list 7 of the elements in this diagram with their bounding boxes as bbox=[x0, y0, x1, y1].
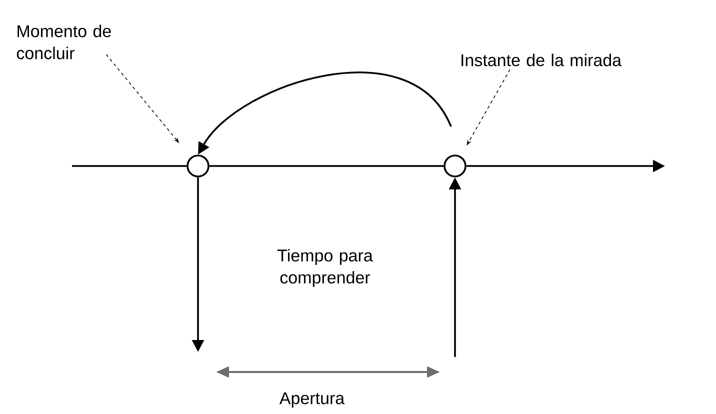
point-marker bbox=[186, 154, 210, 178]
point-marker bbox=[444, 154, 466, 178]
callout-text: Momento de concluir bbox=[16, 24, 111, 60]
callout-text: Instante de la mirada bbox=[462, 54, 622, 66]
timeline-segment bbox=[209, 165, 444, 167]
annotation-text: Tiempo para comprender bbox=[278, 249, 373, 287]
annotation-text: Apertura bbox=[279, 392, 345, 408]
